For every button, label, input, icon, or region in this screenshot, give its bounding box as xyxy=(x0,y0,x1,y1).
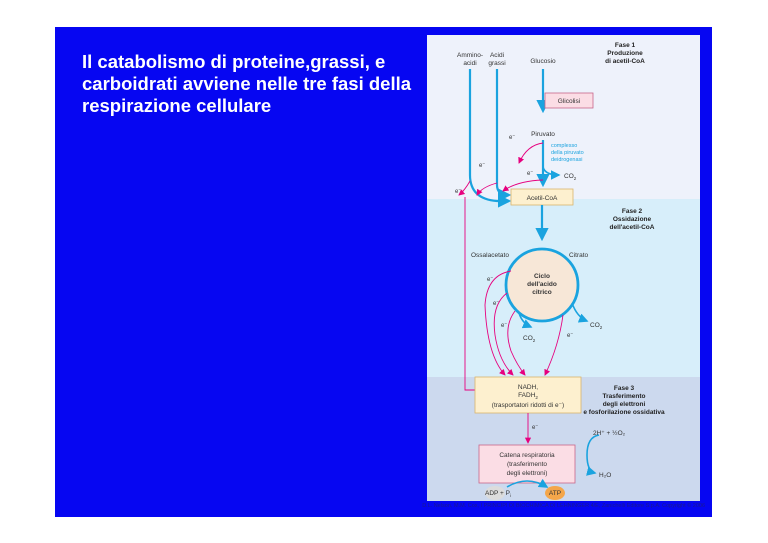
oxaloacetate-label: Ossalacetato xyxy=(471,252,509,259)
nadh-label: NADH, xyxy=(518,384,538,391)
copyright-credit: D.L. Nelson, M.M. Cox, I PRINCIPI DI BIO… xyxy=(422,503,705,509)
glucose-label: Glucosio xyxy=(530,58,556,65)
electron-arrow xyxy=(518,142,544,164)
electron-arrow xyxy=(476,182,498,196)
electron-arrow xyxy=(484,270,512,376)
co2-arrow-1 xyxy=(542,166,561,180)
phase3-subtitle: Trasferimento xyxy=(603,393,646,400)
electron-arrow xyxy=(507,310,526,376)
reduced-carriers-box xyxy=(474,376,582,414)
electron-arrow xyxy=(544,314,564,376)
aminoacids-label: Ammino- xyxy=(457,52,483,59)
electron-label: e− xyxy=(479,161,485,169)
phase1-panel xyxy=(427,35,700,199)
electron-label: e− xyxy=(567,331,573,339)
acetyl-coa-label: Acetil-CoA xyxy=(527,195,558,202)
electron-arrow xyxy=(458,180,471,196)
electron-label: e− xyxy=(493,299,499,307)
adp-label: ADP + Pi xyxy=(485,490,511,498)
phase3-title: Fase 3 xyxy=(614,385,635,392)
phase2-title: Fase 2 xyxy=(622,208,643,215)
cycle-label: dell'acido xyxy=(527,281,557,288)
atp-label: ATP xyxy=(549,490,561,497)
fatty-acids-label: grassi xyxy=(488,60,505,67)
phase3-subtitle: degli elettroni xyxy=(603,401,646,408)
pdh-complex-label: deidrogenasi xyxy=(551,157,583,163)
phase3-subtitle: e fosforilazione ossidativa xyxy=(583,409,665,416)
respiratory-chain-label: Catena respiratoria xyxy=(499,452,555,459)
water-label: H₂O xyxy=(599,472,611,479)
phase2-subtitle: Ossidazione xyxy=(613,216,652,223)
respiratory-chain-box xyxy=(478,444,576,484)
glycolysis-box xyxy=(544,92,594,109)
phase1-subtitle: Produzione xyxy=(607,50,643,57)
pyruvate-label: Piruvato xyxy=(531,131,555,138)
cycle-label: Ciclo xyxy=(534,273,550,280)
fattyacids-arrow xyxy=(495,69,512,202)
electron-arrow xyxy=(493,292,514,376)
adp-oval xyxy=(485,486,505,500)
respiration-diagram: Fase 1 Produzione di acetil-CoA Fase 2 O… xyxy=(427,35,700,501)
slide-background: Il catabolismo di proteine,grassi, e car… xyxy=(55,27,712,517)
carriers-label: (trasportatori ridotti di e⁻) xyxy=(492,402,564,409)
pdh-complex-label: della piruvato xyxy=(551,150,584,156)
pdh-complex-label: complesso xyxy=(551,143,577,149)
aminoacids-label: acidi xyxy=(463,60,476,67)
co2-label-1: CO2 xyxy=(564,173,577,181)
fatty-acids-label: Acidi xyxy=(490,52,504,59)
respiratory-chain-label: degli elettroni) xyxy=(507,470,548,477)
respiratory-chain-label: (trasferimento xyxy=(507,461,547,468)
atp-oval xyxy=(545,486,565,500)
electron-label: e− xyxy=(501,321,507,329)
phase1-subtitle: di acetil-CoA xyxy=(605,58,645,65)
co2-label-2: CO2 xyxy=(523,335,536,343)
oxygen-label: 2H⁺ + ½O₂ xyxy=(593,429,626,437)
co2-label-3: CO2 xyxy=(590,322,603,330)
phase1-title: Fase 1 xyxy=(615,42,636,49)
atp-arrow xyxy=(506,478,549,488)
cycle-label: citrico xyxy=(532,289,552,296)
electron-label: e− xyxy=(532,423,538,431)
citrate-label: Citrato xyxy=(569,252,589,259)
co2-arrow-3 xyxy=(571,302,589,323)
co2-arrow-2 xyxy=(518,312,533,329)
citric-acid-cycle xyxy=(504,247,580,323)
glycolysis-label: Glicolisi xyxy=(558,98,580,105)
electron-label: e− xyxy=(487,275,493,283)
phase2-subtitle: dell'acetil-CoA xyxy=(610,224,655,231)
electron-label: e− xyxy=(455,187,461,195)
electron-label: e− xyxy=(527,169,533,177)
electron-label: e− xyxy=(509,133,515,141)
slide-title: Il catabolismo di proteine,grassi, e car… xyxy=(82,51,412,116)
fadh2-label: FADH2 xyxy=(518,392,538,400)
oxygen-arrow xyxy=(586,434,600,476)
electron-arrow xyxy=(502,179,544,192)
